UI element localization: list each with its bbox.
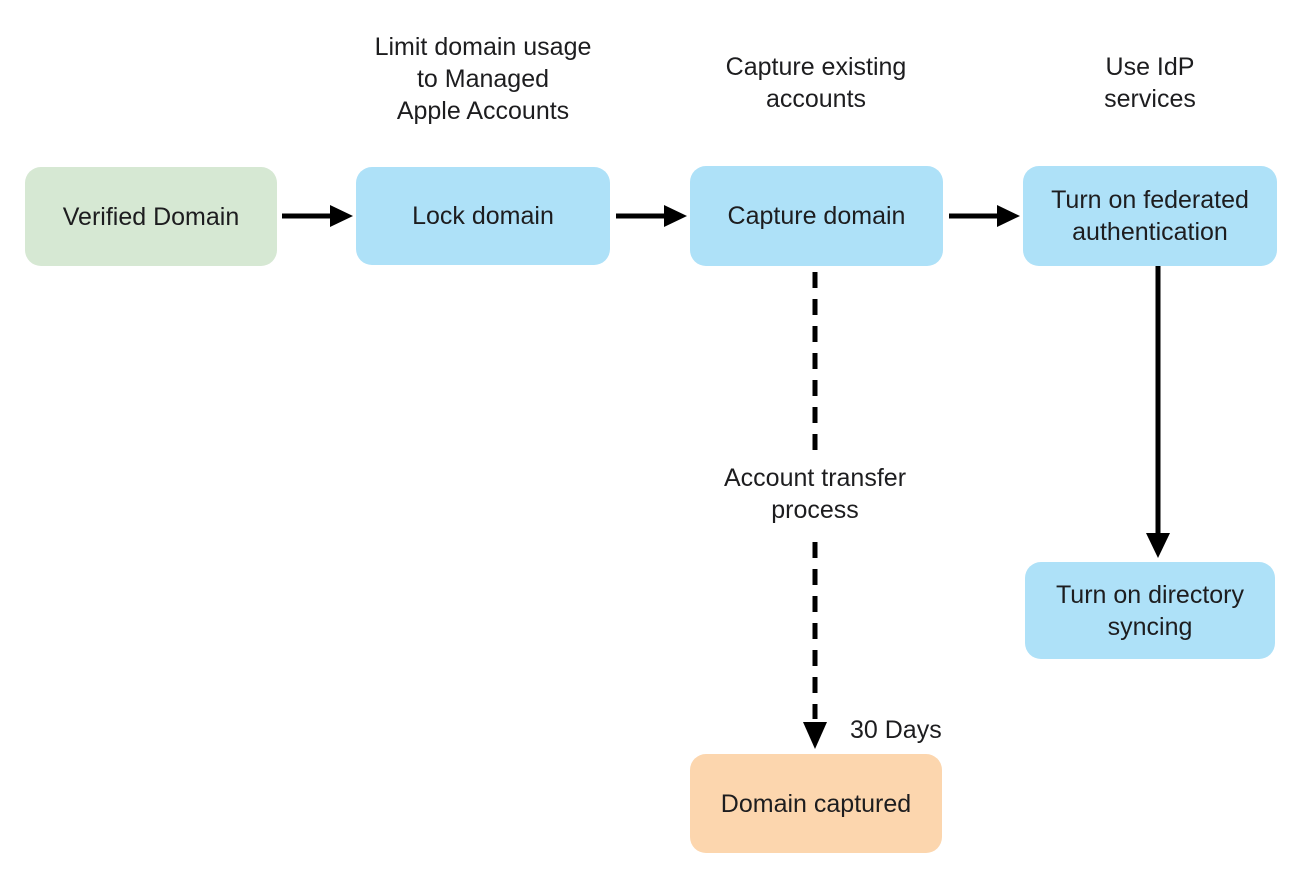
node-capture-domain: Capture domain [690,166,943,266]
annotation-use-idp-services: Use IdP services [975,51,1296,115]
arrow-lock-to-capture [616,205,687,227]
annotation-line: Apple Accounts [396,97,570,125]
annotation-line: Use IdP [1105,53,1195,81]
annotation-line: process [771,496,859,524]
annotation-line: services [1104,85,1196,113]
node-label: Verified Domain [62,202,240,231]
annotation-line: Capture existing [725,53,907,81]
node-label: Capture domain [727,202,906,230]
annotation-line: to Managed [416,65,550,93]
arrow-capture-to-captured-dashed [803,272,827,749]
node-turn-on-directory-syncing: Turn on directory syncing [1025,562,1275,659]
node-domain-captured: Domain captured [690,754,942,853]
annotation-limit-domain-usage: Limit domain usage to Managed Apple Acco… [308,31,658,127]
node-lock-domain: Lock domain [356,167,610,265]
node-label: Domain captured [720,789,912,818]
annotation-line: accounts [765,85,867,113]
node-label: authentication [1072,218,1228,246]
annotation-line: Limit domain usage [374,33,592,61]
annotation-thirty-days: 30 Days [850,716,942,744]
node-label: syncing [1107,612,1193,641]
arrow-federated-to-directory [1146,266,1170,558]
annotation-account-transfer-process: Account transfer process [640,462,990,526]
node-turn-on-federated-authentication: Turn on federated authentication [1023,166,1277,266]
node-label: Turn on federated [1051,186,1249,214]
arrow-capture-to-federated [949,205,1020,227]
node-verified-domain: Verified Domain [25,167,277,266]
node-label: Turn on directory [1055,580,1245,609]
annotation-line: Account transfer [723,464,907,492]
arrow-verified-to-lock [282,205,353,227]
annotation-capture-existing-accounts: Capture existing accounts [641,51,991,115]
node-label: Lock domain [412,202,554,230]
